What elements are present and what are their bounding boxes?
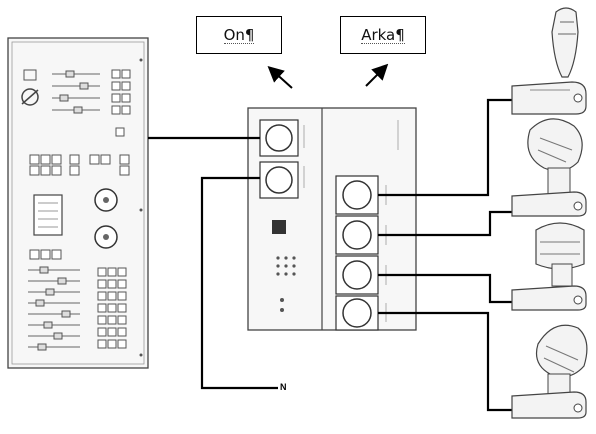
back-label-box: Arka¶ xyxy=(340,16,426,54)
moving-head-1 xyxy=(511,7,587,115)
arrows xyxy=(267,63,389,89)
moving-head-4 xyxy=(511,324,588,419)
output-ports xyxy=(335,175,379,331)
wire-end-label: N xyxy=(280,382,287,392)
front-label-box: On¶ xyxy=(196,16,282,54)
moving-head-3 xyxy=(511,222,587,311)
front-label: On¶ xyxy=(223,25,255,44)
moving-head-2 xyxy=(511,118,587,217)
lighting-console xyxy=(7,37,149,369)
input-ports xyxy=(259,119,299,199)
dmx-splitter xyxy=(247,107,417,331)
wires xyxy=(148,98,512,412)
back-label: Arka¶ xyxy=(361,25,405,44)
